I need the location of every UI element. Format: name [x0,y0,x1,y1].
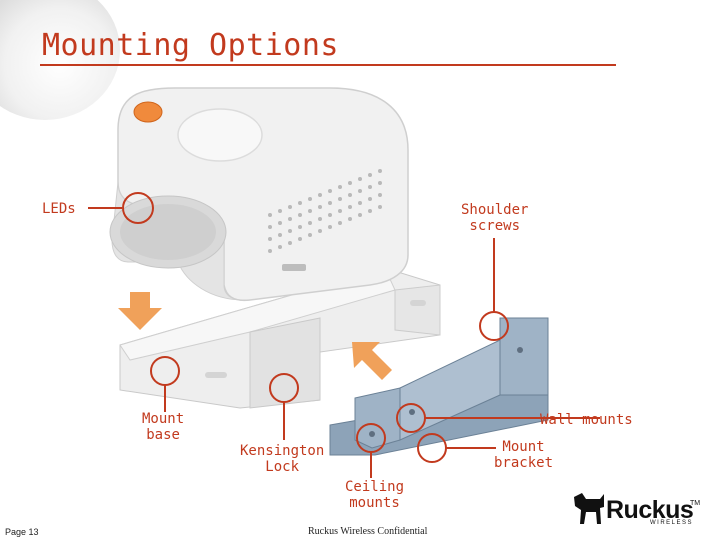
callout-lines [88,192,600,478]
callout-ceiling-mounts: Ceiling mounts [345,479,405,511]
callout-kensington-lock: Kensington Lock [240,443,325,475]
callout-mount-bracket: Mount bracket [494,439,554,471]
arrow-down-icon [118,292,162,330]
confidential-notice: Ruckus Wireless Confidential [308,526,428,537]
ruckus-dog-icon [574,493,604,524]
slide-title: Mounting Options [42,28,339,63]
arrow-up-left-icon [352,342,392,380]
callout-leds: LEDs [42,201,76,217]
ruckus-logo-text: Ruckus [606,496,694,524]
title-underline [40,64,616,66]
ruckus-logo-tm: TM [690,500,701,507]
page-number: Page 13 [5,527,39,537]
access-point-image [109,87,409,302]
callout-wall-mounts: Wall mounts [540,412,633,428]
callout-mount-base: Mount base [142,411,185,443]
callout-shoulder-screws: Shoulder screws [461,202,529,234]
ruckus-logo-subtitle: WIRELESS [650,520,694,526]
